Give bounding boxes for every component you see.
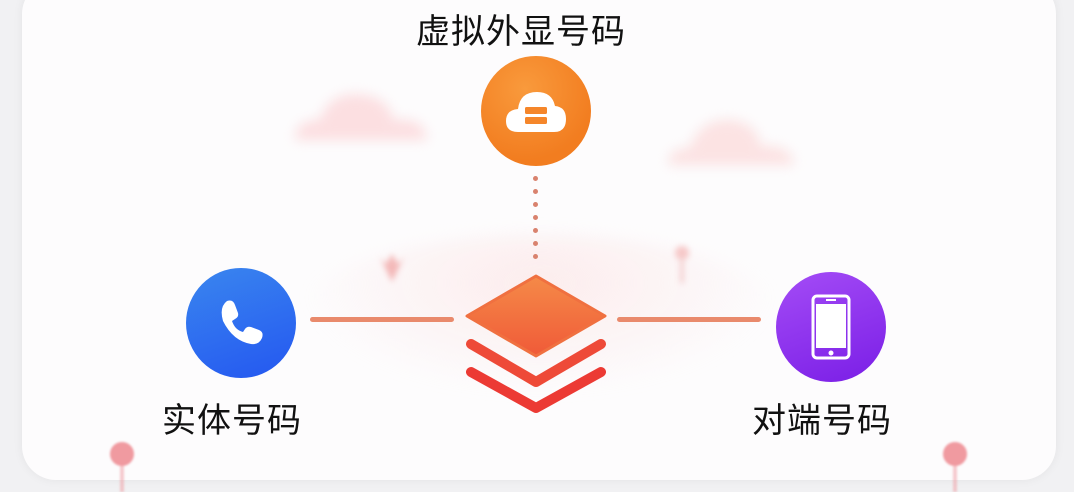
peer-number-node	[776, 272, 886, 382]
background-cloud-left-icon	[295, 94, 427, 140]
background-pin-left-icon	[110, 442, 134, 492]
physical-number-label: 实体号码	[162, 401, 302, 441]
phone-icon	[221, 300, 263, 345]
background-pin-right-icon	[943, 442, 967, 492]
peer-number-label: 对端号码	[752, 401, 892, 441]
connector-left	[310, 317, 454, 322]
mobile-phone-icon	[811, 294, 851, 360]
background-tree-icon	[675, 246, 689, 283]
background-plant-icon	[380, 254, 404, 282]
virtual-number-label: 虚拟外显号码	[416, 12, 626, 52]
connector-right	[617, 317, 761, 322]
virtual-number-node	[481, 56, 591, 166]
background-cloud-right-icon	[668, 119, 794, 165]
layers-stack-icon	[465, 274, 607, 413]
physical-number-node	[186, 268, 296, 378]
cloud-server-icon	[506, 92, 566, 132]
dotted-connector-top	[532, 176, 540, 266]
